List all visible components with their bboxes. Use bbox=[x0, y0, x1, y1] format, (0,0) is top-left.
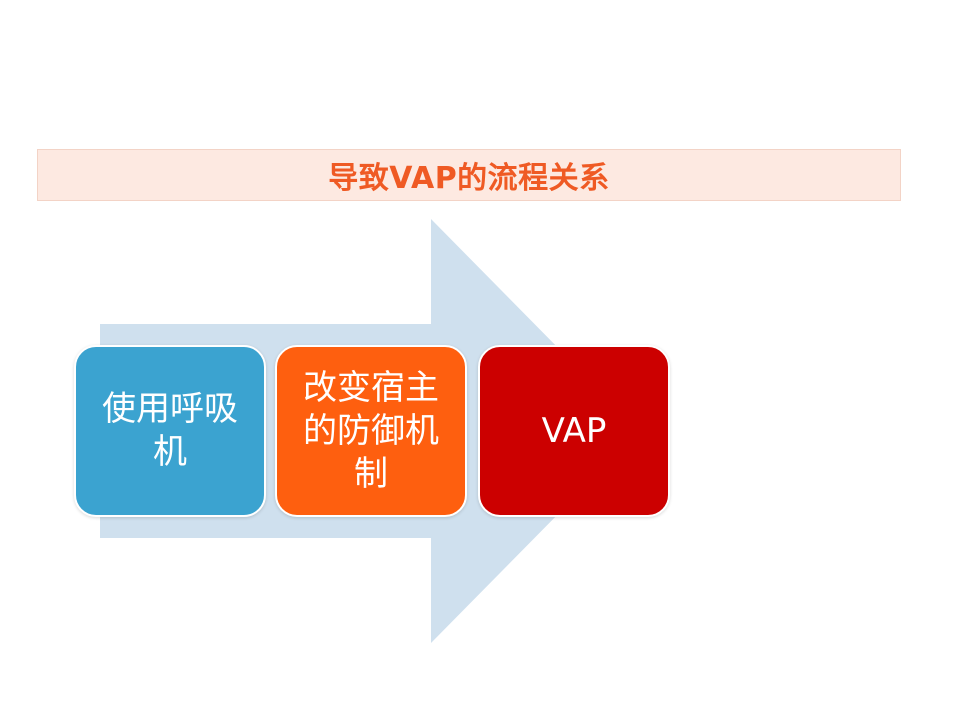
step-box-host-defense: 改变宿主 的防御机 制 bbox=[275, 345, 467, 517]
step-box-vap: VAP bbox=[478, 345, 670, 517]
step-text-line: 制 bbox=[354, 453, 388, 494]
step-text-line: 改变宿主 bbox=[303, 367, 439, 408]
diagram-title: 导致VAP的流程关系 bbox=[328, 161, 610, 196]
step-text-line: 机 bbox=[153, 432, 187, 472]
step-text-line: 的防御机 bbox=[303, 410, 439, 451]
step-text-line: VAP bbox=[541, 410, 607, 451]
title-banner: 导致VAP的流程关系 bbox=[37, 149, 901, 201]
step-text-line: 使用呼吸 bbox=[102, 389, 238, 429]
step-box-ventilator: 使用呼吸 机 bbox=[74, 345, 266, 517]
